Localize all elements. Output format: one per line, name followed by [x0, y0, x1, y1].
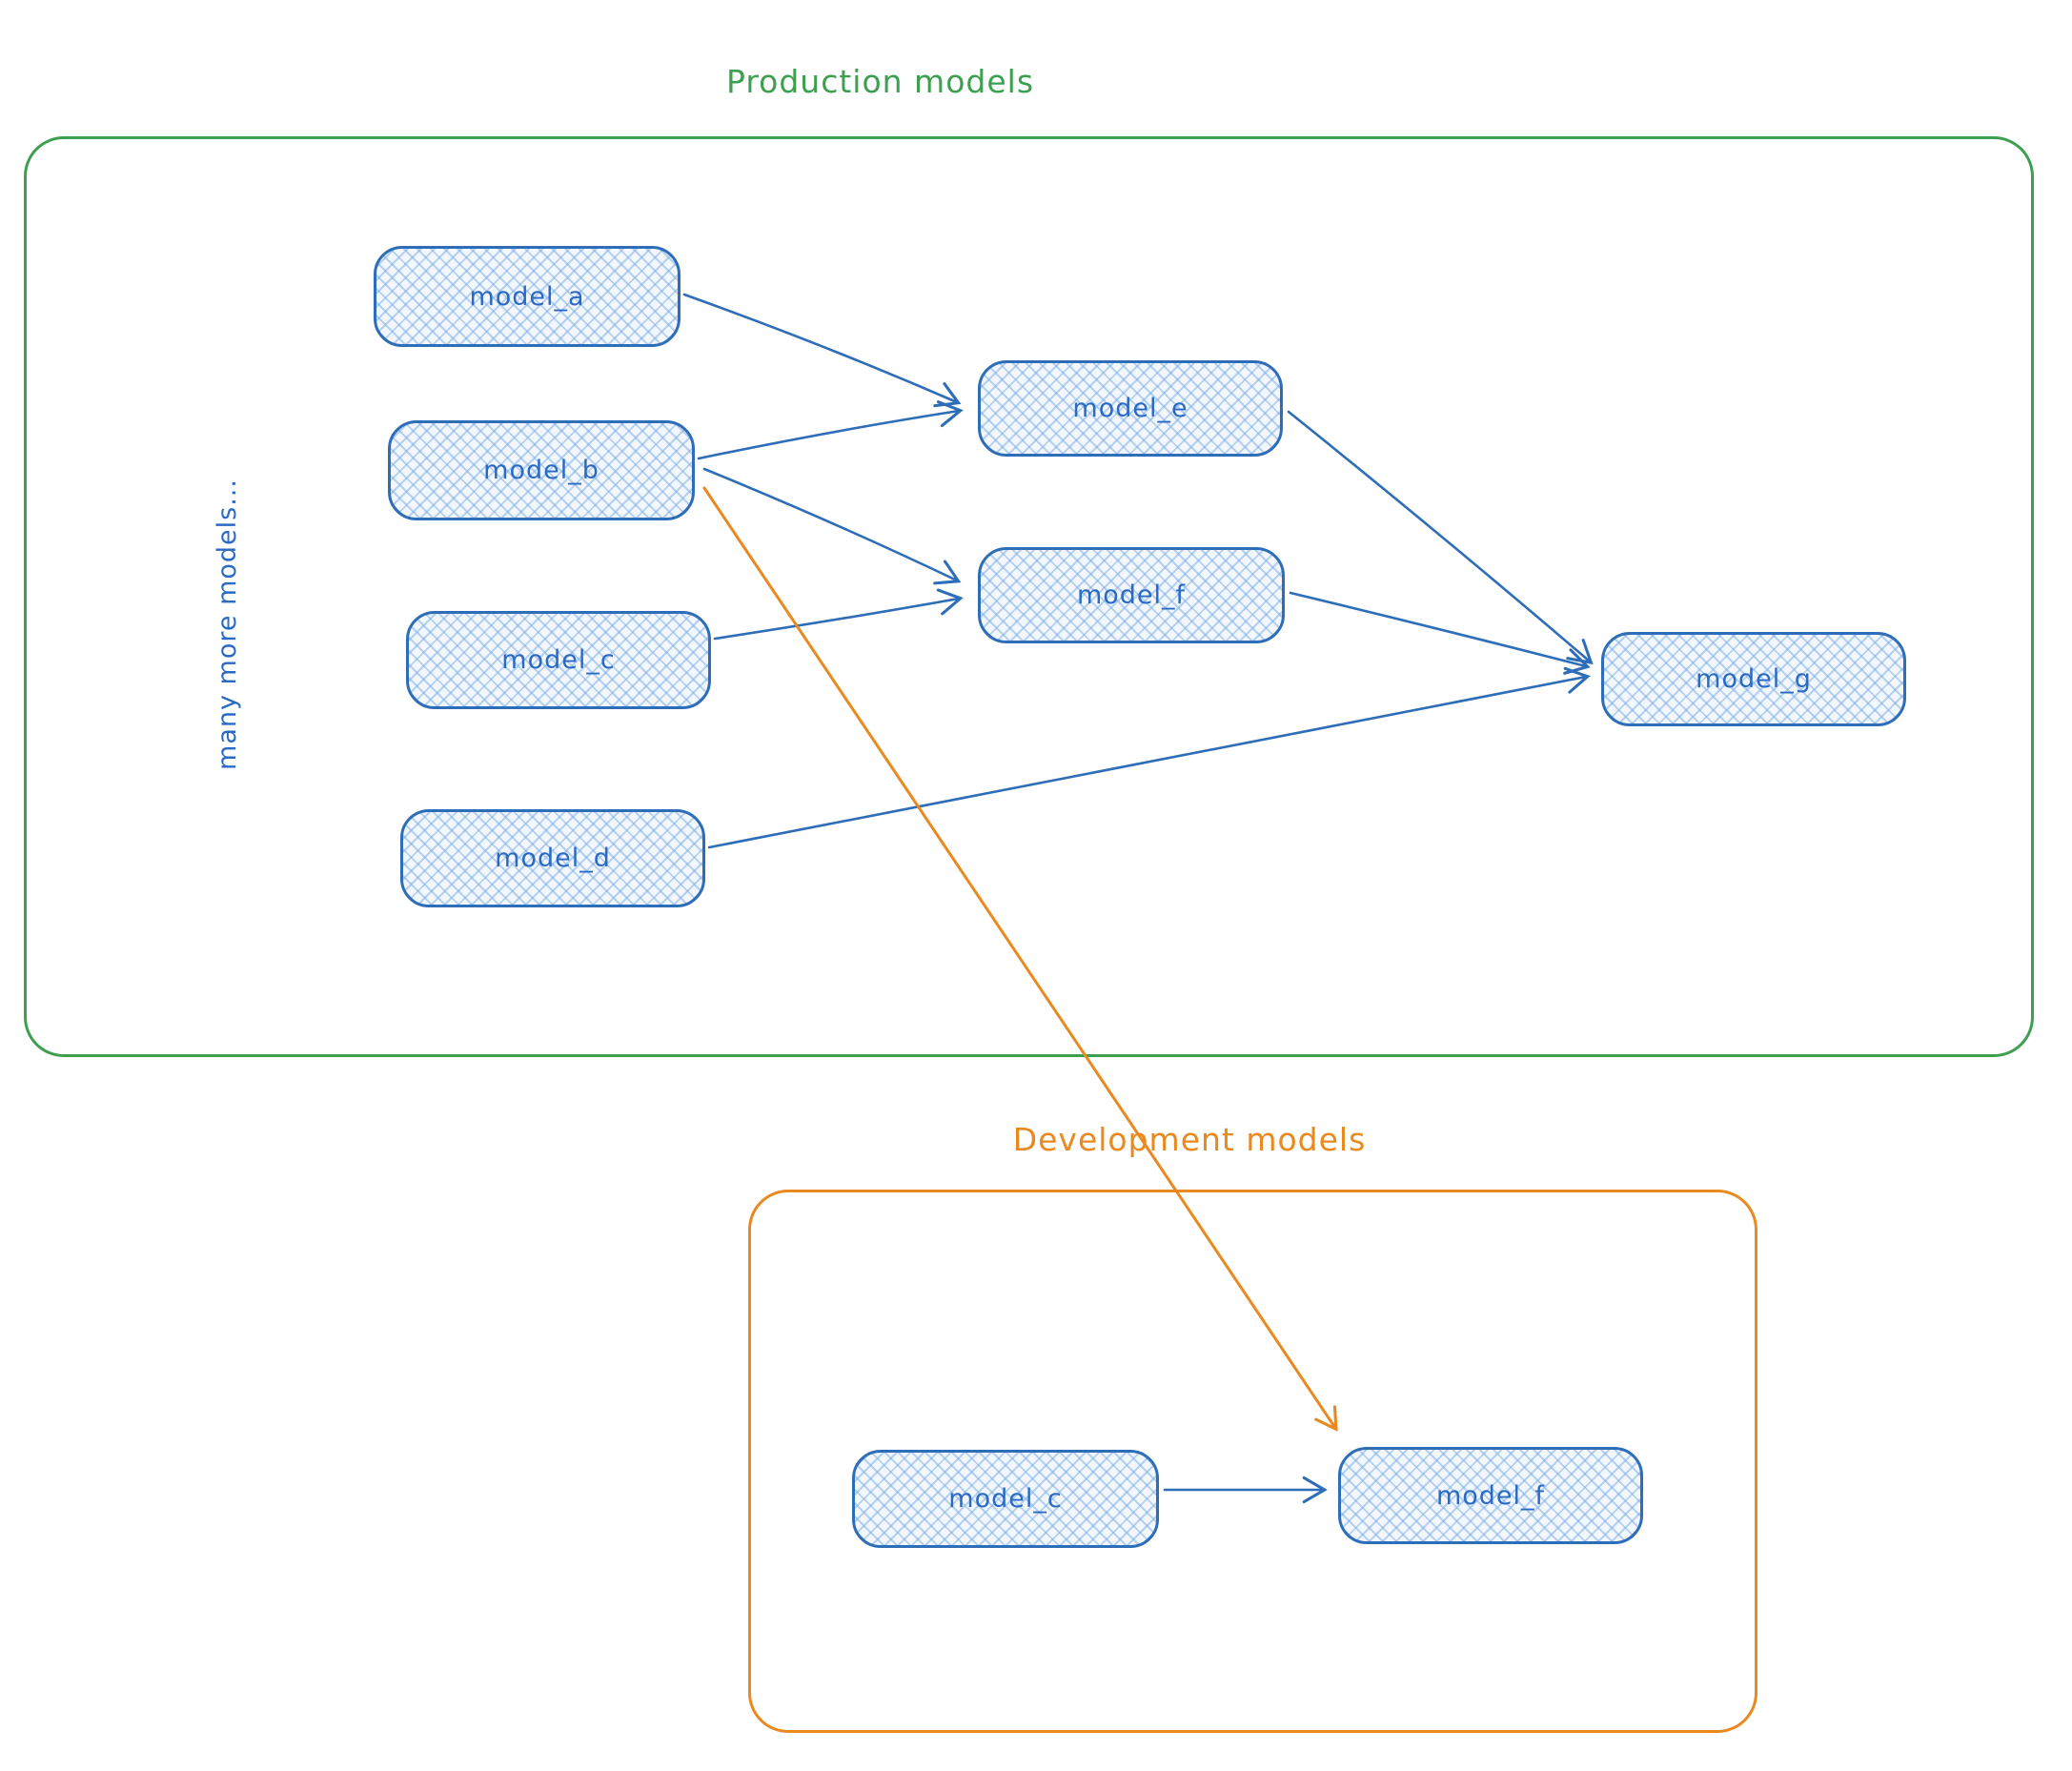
production-frame-title: Production models — [726, 63, 1035, 100]
many-more-models-note: many more models... — [213, 478, 242, 770]
node-model-d-label: model_d — [495, 844, 611, 873]
node-model-f[interactable]: model_f — [978, 547, 1285, 643]
node-model-d[interactable]: model_d — [400, 809, 705, 907]
node-model-c-label: model_c — [501, 645, 616, 675]
node-model-a[interactable]: model_a — [374, 246, 681, 347]
node-model-f-label: model_f — [1076, 580, 1187, 610]
node-dev-model-f[interactable]: model_f — [1338, 1447, 1643, 1544]
node-dev-model-c[interactable]: model_c — [852, 1450, 1159, 1548]
node-dev-model-c-label: model_c — [948, 1484, 1063, 1514]
node-model-e[interactable]: model_e — [978, 360, 1283, 457]
node-model-a-label: model_a — [469, 281, 585, 312]
node-dev-model-f-label: model_f — [1435, 1480, 1546, 1511]
node-model-c[interactable]: model_c — [406, 611, 711, 709]
development-frame-title: Development models — [1012, 1121, 1367, 1158]
node-model-g-label: model_g — [1696, 664, 1812, 694]
node-model-b-label: model_b — [483, 456, 599, 485]
node-model-e-label: model_e — [1072, 394, 1188, 423]
node-model-b[interactable]: model_b — [388, 420, 695, 520]
node-model-g[interactable]: model_g — [1601, 632, 1906, 726]
